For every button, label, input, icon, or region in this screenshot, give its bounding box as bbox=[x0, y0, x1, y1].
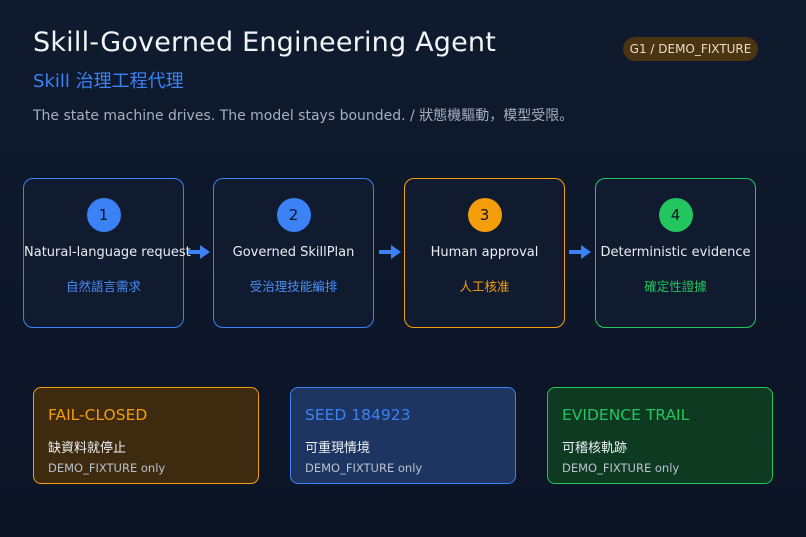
step-1-label-zh: 自然語言需求 bbox=[65, 279, 141, 294]
card-description: 可稽核軌跡 bbox=[562, 441, 628, 456]
card-note: DEMO_FIXTURE only bbox=[562, 461, 680, 475]
step-1-number: 1 bbox=[86, 198, 121, 232]
seed-card: SEED 184923 可重現情境 DEMO_FIXTURE only bbox=[290, 387, 516, 484]
step-2-label: Governed SkillPlan bbox=[232, 245, 355, 260]
page-subtitle: Skill 治理工程代理 bbox=[33, 71, 184, 92]
card-note: DEMO_FIXTURE only bbox=[48, 461, 166, 475]
step-1-box: 1 Natural-language request 自然語言需求 bbox=[23, 178, 191, 328]
fixture-badge: G1 / DEMO_FIXTURE bbox=[623, 37, 758, 61]
step-4-label-zh: 確定性證據 bbox=[644, 279, 707, 294]
step-1-label: Natural-language request bbox=[24, 245, 191, 260]
step-4-number: 4 bbox=[658, 198, 693, 232]
step-3-number: 3 bbox=[467, 198, 502, 232]
page-title: Skill-Governed Engineering Agent bbox=[33, 27, 497, 58]
step-2-label-zh: 受治理技能編排 bbox=[249, 279, 338, 294]
card-description: 缺資料就停止 bbox=[48, 441, 127, 456]
step-2-number: 2 bbox=[276, 198, 311, 232]
step-4-box: 4 Deterministic evidence 確定性證據 bbox=[595, 178, 756, 328]
arrow-right-icon bbox=[188, 245, 210, 259]
arrow-right-icon bbox=[379, 245, 401, 259]
card-heading: SEED 184923 bbox=[305, 406, 411, 424]
step-2-box: 2 Governed SkillPlan 受治理技能編排 bbox=[213, 178, 374, 328]
arrow-right-icon bbox=[569, 245, 591, 259]
step-4-label: Deterministic evidence bbox=[600, 245, 751, 260]
card-description: 可重現情境 bbox=[305, 441, 371, 456]
tagline: The state machine drives. The model stay… bbox=[33, 108, 574, 124]
step-3-box: 3 Human approval 人工核准 bbox=[404, 178, 565, 328]
fail-closed-card: FAIL-CLOSED 缺資料就停止 DEMO_FIXTURE only bbox=[33, 387, 259, 484]
card-heading: EVIDENCE TRAIL bbox=[562, 406, 690, 424]
step-3-label: Human approval bbox=[430, 245, 539, 260]
card-heading: FAIL-CLOSED bbox=[48, 406, 148, 424]
card-note: DEMO_FIXTURE only bbox=[305, 461, 423, 475]
evidence-trail-card: EVIDENCE TRAIL 可稽核軌跡 DEMO_FIXTURE only bbox=[547, 387, 773, 484]
step-3-label-zh: 人工核准 bbox=[459, 279, 510, 294]
